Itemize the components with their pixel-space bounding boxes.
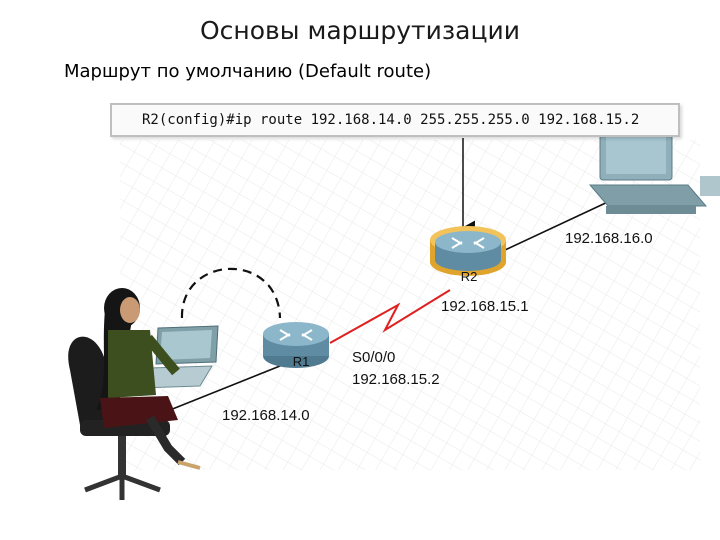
router-r1-icon (263, 322, 329, 368)
dashed-arc (180, 267, 282, 319)
label-net-16: 192.168.16.0 (565, 230, 653, 247)
command-box: R2(config)#ip route 192.168.14.0 255.255… (110, 103, 680, 137)
page-subtitle: Маршрут по умолчанию (Default route) (64, 61, 432, 82)
background-grid (120, 140, 700, 470)
link-r2-pc (504, 199, 613, 251)
person-icon (68, 288, 201, 500)
command-text: R2(config)#ip route 192.168.14.0 255.255… (142, 112, 640, 128)
label-net-14: 192.168.14.0 (222, 407, 310, 424)
page-title: Основы маршрутизации (199, 16, 520, 45)
pc-icon (588, 129, 720, 214)
router-r2-label: R2 (461, 269, 478, 284)
laptop-icon (139, 325, 219, 389)
label-r1-interface: S0/0/0 (352, 349, 395, 366)
router-r2-icon (430, 226, 506, 276)
serial-link (329, 289, 451, 344)
label-r1-ip: 192.168.15.2 (352, 371, 440, 388)
label-r2-ip: 192.168.15.1 (441, 298, 529, 315)
router-r1-label: R1 (293, 354, 310, 369)
